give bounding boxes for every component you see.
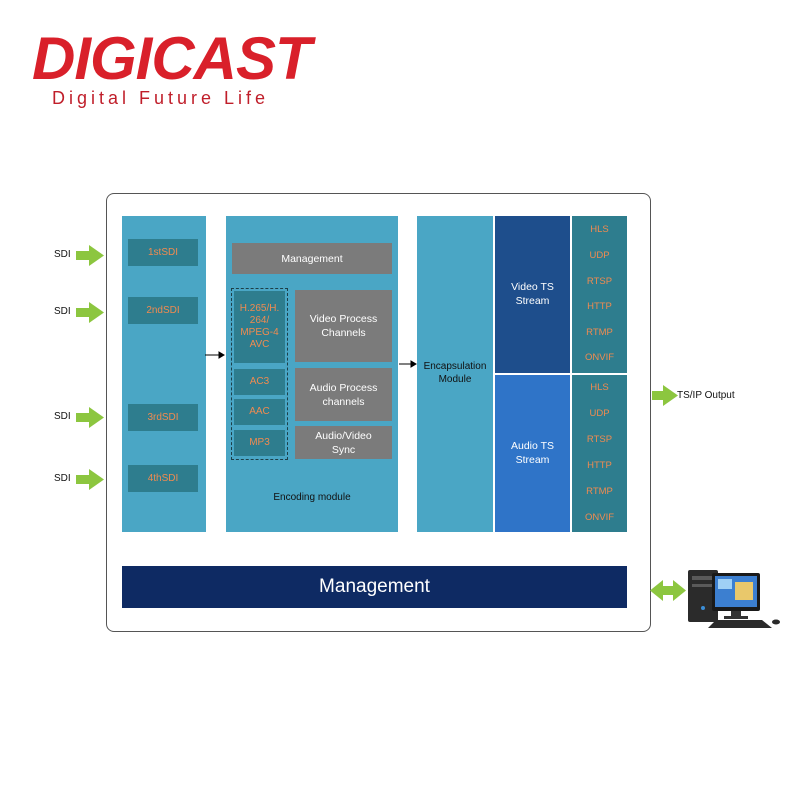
protocol-udp: UDP bbox=[589, 250, 610, 261]
sdi-arrow-3 bbox=[76, 407, 104, 428]
sdi-arrow-2 bbox=[76, 302, 104, 323]
video-ts-line: Video TS bbox=[511, 281, 554, 293]
sdi-input-box-label: 2ndSDI bbox=[146, 305, 180, 316]
audio-protocols-column: HLS UDP RTSP HTTP RTMP ONVIF bbox=[572, 375, 627, 532]
protocol-onvif: ONVIF bbox=[584, 352, 615, 363]
protocol-rtmp: RTMP bbox=[586, 486, 613, 497]
video-protocols-column: HLS UDP RTSP HTTP RTMP ONVIF bbox=[572, 216, 627, 373]
encapsulation-module bbox=[417, 216, 493, 532]
protocol-http: HTTP bbox=[587, 301, 612, 312]
sdi-input-box-1: 1stSDI bbox=[128, 239, 198, 266]
video-ts-stream-box: Video TS Stream bbox=[495, 216, 570, 373]
encapsulation-label: Encapsulation Module bbox=[417, 360, 493, 386]
sdi-label-4: SDI bbox=[54, 473, 71, 484]
video-process-line: Channels bbox=[321, 327, 366, 339]
sdi-input-box-3: 3rdSDI bbox=[128, 404, 198, 431]
av-sync-box: Audio/Video Sync bbox=[295, 426, 392, 459]
ts-ip-output-arrow bbox=[652, 385, 678, 406]
sdi-label-2: SDI bbox=[54, 306, 71, 317]
sdi-input-box-2: 2ndSDI bbox=[128, 297, 198, 324]
av-sync-line: Sync bbox=[331, 443, 356, 456]
audio-ts-line: Audio TS bbox=[511, 440, 554, 452]
video-ts-line: Stream bbox=[515, 295, 550, 307]
sdi-input-box-4: 4thSDI bbox=[128, 465, 198, 492]
protocol-onvif: ONVIF bbox=[584, 512, 615, 523]
sdi-input-box-label: 3rdSDI bbox=[147, 412, 179, 423]
sdi-label-3: SDI bbox=[54, 411, 71, 422]
computer-icon bbox=[688, 570, 780, 628]
video-codec-line: H.265/H. bbox=[239, 303, 280, 314]
brand-tagline: Digital Future Life bbox=[52, 88, 270, 108]
protocol-hls: HLS bbox=[590, 224, 609, 235]
management-bar: Management bbox=[122, 566, 627, 608]
audio-process-line: Audio Process bbox=[309, 381, 378, 394]
protocol-http: HTTP bbox=[587, 460, 612, 471]
brand-logo: DIGICAST bbox=[32, 25, 312, 92]
audio-process-line: channels bbox=[322, 395, 365, 408]
audio-codec-aac: AAC bbox=[234, 399, 285, 425]
protocol-rtsp: RTSP bbox=[586, 276, 613, 287]
video-codec-line: MPEG-4 bbox=[240, 327, 279, 338]
audio-process-channels-box: Audio Process channels bbox=[295, 368, 392, 421]
encapsulation-line: Encapsulation bbox=[423, 361, 487, 372]
sdi-arrow-1 bbox=[76, 245, 104, 266]
encapsulation-line: Module bbox=[438, 374, 472, 385]
codec-group bbox=[231, 288, 288, 460]
encoding-management-box: Management bbox=[232, 243, 392, 274]
av-sync-line: Audio/Video bbox=[315, 429, 372, 442]
sdi-label-1: SDI bbox=[54, 249, 71, 260]
encoding-module-label: Encoding module bbox=[273, 492, 351, 503]
ts-ip-output-label: TS/IP Output bbox=[677, 390, 735, 401]
protocol-rtmp: RTMP bbox=[586, 327, 613, 338]
audio-codec-mp3: MP3 bbox=[234, 430, 285, 456]
sdi-input-box-label: 1stSDI bbox=[147, 247, 178, 258]
video-codec-box: H.265/H. 264/ MPEG-4 AVC bbox=[234, 291, 285, 363]
protocol-rtsp: RTSP bbox=[586, 434, 613, 445]
sdi-arrow-4 bbox=[76, 469, 104, 490]
video-codec-line: AVC bbox=[249, 339, 270, 350]
protocol-udp: UDP bbox=[589, 408, 610, 419]
management-bidirectional-arrow bbox=[650, 580, 686, 601]
video-process-channels-box: Video Process Channels bbox=[295, 290, 392, 362]
protocol-hls: HLS bbox=[590, 382, 609, 393]
audio-ts-stream-box: Audio TS Stream bbox=[495, 375, 570, 532]
audio-ts-line: Stream bbox=[515, 454, 550, 466]
audio-codec-ac3: AC3 bbox=[234, 369, 285, 395]
video-process-line: Video Process bbox=[309, 313, 378, 325]
sdi-input-box-label: 4thSDI bbox=[147, 473, 179, 484]
video-codec-line: 264/ bbox=[249, 315, 270, 326]
